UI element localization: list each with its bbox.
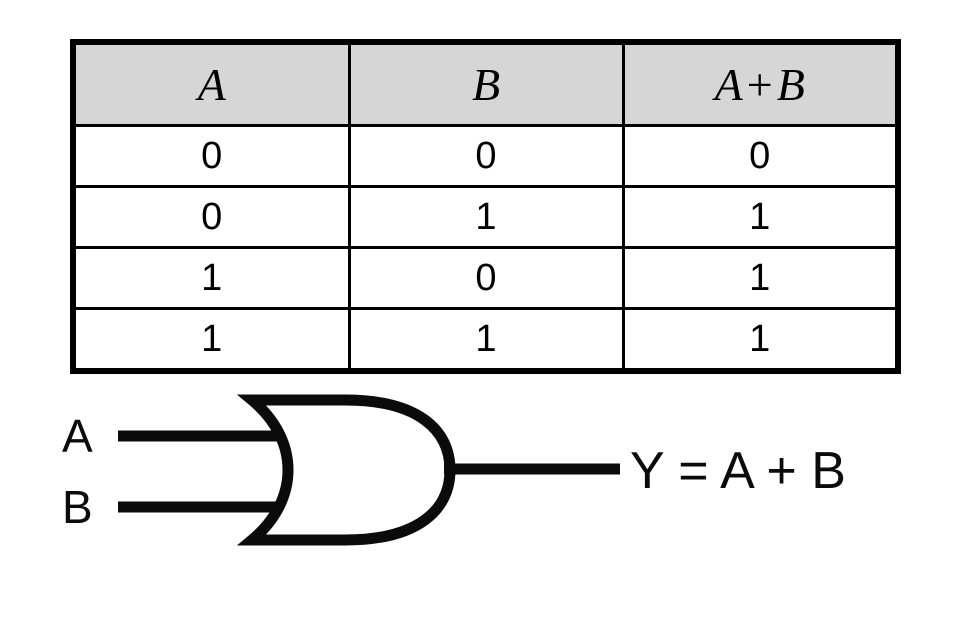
cell-y: 1	[621, 246, 900, 310]
output-expression-label: Y = A + B	[630, 442, 846, 500]
or-gate-body-shape	[236, 394, 456, 546]
table-row: 1 1 1	[71, 307, 900, 373]
cell-y: 1	[621, 307, 900, 373]
column-header-b: B	[347, 40, 625, 127]
column-header-y-operator: +	[746, 58, 773, 110]
cell-y: 0	[621, 124, 900, 188]
truth-table-head: A B A+B	[71, 40, 900, 127]
or-gate-diagram: A B Y = A + B	[0, 370, 966, 570]
table-row: 0 0 0	[71, 124, 900, 188]
cell-b: 0	[347, 124, 625, 188]
cell-y: 1	[621, 185, 900, 249]
truth-table-body: 0 0 0 0 1 1 1 0 1 1 1 1	[71, 124, 900, 373]
column-header-a: A	[71, 40, 351, 127]
column-header-y-operand-2: B	[776, 58, 805, 110]
table-row: 1 0 1	[71, 246, 900, 310]
column-header-a-or-b: A+B	[621, 40, 900, 127]
cell-a: 0	[71, 124, 351, 188]
cell-b: 1	[347, 185, 625, 249]
cell-a: 1	[71, 307, 351, 373]
cell-a: 1	[71, 246, 351, 310]
cell-a: 0	[71, 185, 351, 249]
cell-b: 0	[347, 246, 625, 310]
cell-b: 1	[347, 307, 625, 373]
column-header-b-variable: B	[471, 58, 501, 110]
column-header-y-operand-1: A	[714, 58, 743, 110]
or-gate-symbol: A B Y = A + B	[62, 394, 846, 546]
truth-table: A B A+B 0 0 0 0 1 1 1 0 1 1 1 1	[70, 39, 901, 374]
table-row: 0 1 1	[71, 185, 900, 249]
table-header-row: A B A+B	[71, 40, 900, 127]
input-label-a: A	[62, 410, 93, 462]
input-label-b: B	[62, 481, 93, 533]
column-header-a-variable: A	[197, 58, 226, 110]
